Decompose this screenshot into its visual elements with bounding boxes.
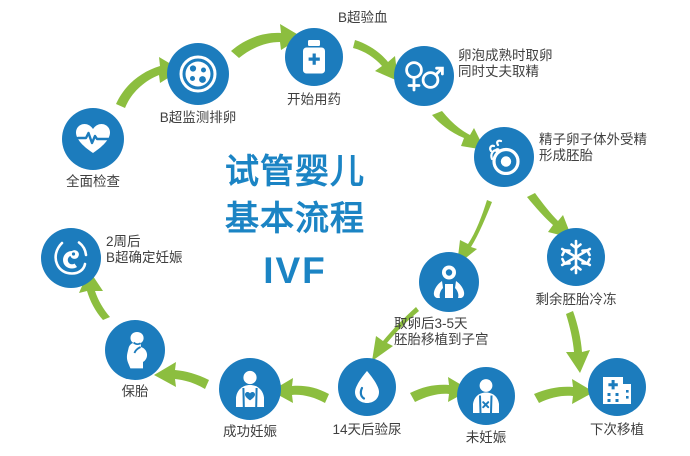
hands-embryo-icon	[433, 265, 465, 298]
male-female-symbol-icon	[405, 61, 444, 92]
woman-no-pregnancy-icon	[473, 379, 499, 414]
not-pregnant-circle[interactable]	[457, 367, 515, 425]
sperm-egg-icon	[489, 139, 520, 175]
ovulation-monitor-circle[interactable]	[167, 43, 229, 105]
egg-sperm-retrieval-label: 卵泡成熟时取卵 同时丈夫取精	[458, 48, 553, 79]
title-line-3: IVF	[263, 250, 327, 291]
next-transfer-label: 下次移植	[590, 422, 644, 437]
confirm-pregnancy-circle[interactable]	[41, 228, 101, 288]
arrow-not-pregnant-to-next-transfer	[534, 379, 594, 404]
woman-pregnant-heart-icon	[236, 370, 264, 408]
start-medication-circle[interactable]	[285, 28, 343, 86]
full-checkup-circle[interactable]	[62, 108, 124, 170]
urine-test-circle[interactable]	[338, 358, 396, 416]
pregnant-woman-side-icon	[126, 332, 148, 369]
urine-test-label: 14天后验尿	[332, 422, 402, 437]
snowflake-icon	[560, 239, 592, 275]
ovulation-monitor-label: B超监测排卵	[159, 110, 237, 125]
title-line-1: 试管婴儿	[225, 153, 365, 191]
hospital-icon	[603, 377, 631, 404]
egg-sperm-retrieval-circle[interactable]	[394, 46, 454, 106]
medicine-bottle-icon	[303, 40, 325, 74]
freeze-embryos-label: 剩余胚胎冷冻	[535, 292, 617, 307]
heart-pulse-icon	[76, 124, 110, 153]
full-checkup-label: 全面检查	[66, 174, 120, 189]
next-transfer-circle[interactable]	[588, 358, 646, 416]
embryo-transfer-label: 取卵后3-5天 胚胎移植到子宫	[394, 316, 489, 347]
successful-pregnancy-circle[interactable]	[219, 358, 281, 420]
embryo-transfer-circle[interactable]	[419, 252, 479, 312]
start-medication-label: 开始用药	[287, 92, 341, 107]
droplet-icon	[355, 371, 379, 403]
successful-pregnancy-label: 成功妊娠	[223, 424, 277, 439]
freeze-embryos-circle[interactable]	[547, 228, 605, 286]
arrow-medication-to-retrieval	[353, 40, 398, 81]
ivf-fertilization-circle[interactable]	[474, 127, 534, 187]
title-line-2: 基本流程	[225, 200, 365, 238]
baotai-circle[interactable]	[105, 320, 165, 380]
ovary-follicle-icon	[179, 55, 217, 93]
not-pregnant-label: 未妊娠	[465, 430, 507, 445]
ultrasound-blood-test-label: B超验血	[338, 10, 388, 25]
ivf-fertilization-label: 精子卵子体外受精 形成胚胎	[539, 132, 647, 163]
baotai-label: 保胎	[121, 384, 149, 399]
confirm-pregnancy-label: 2周后 B超确定妊娠	[106, 234, 183, 265]
fetus-womb-icon	[54, 241, 88, 275]
